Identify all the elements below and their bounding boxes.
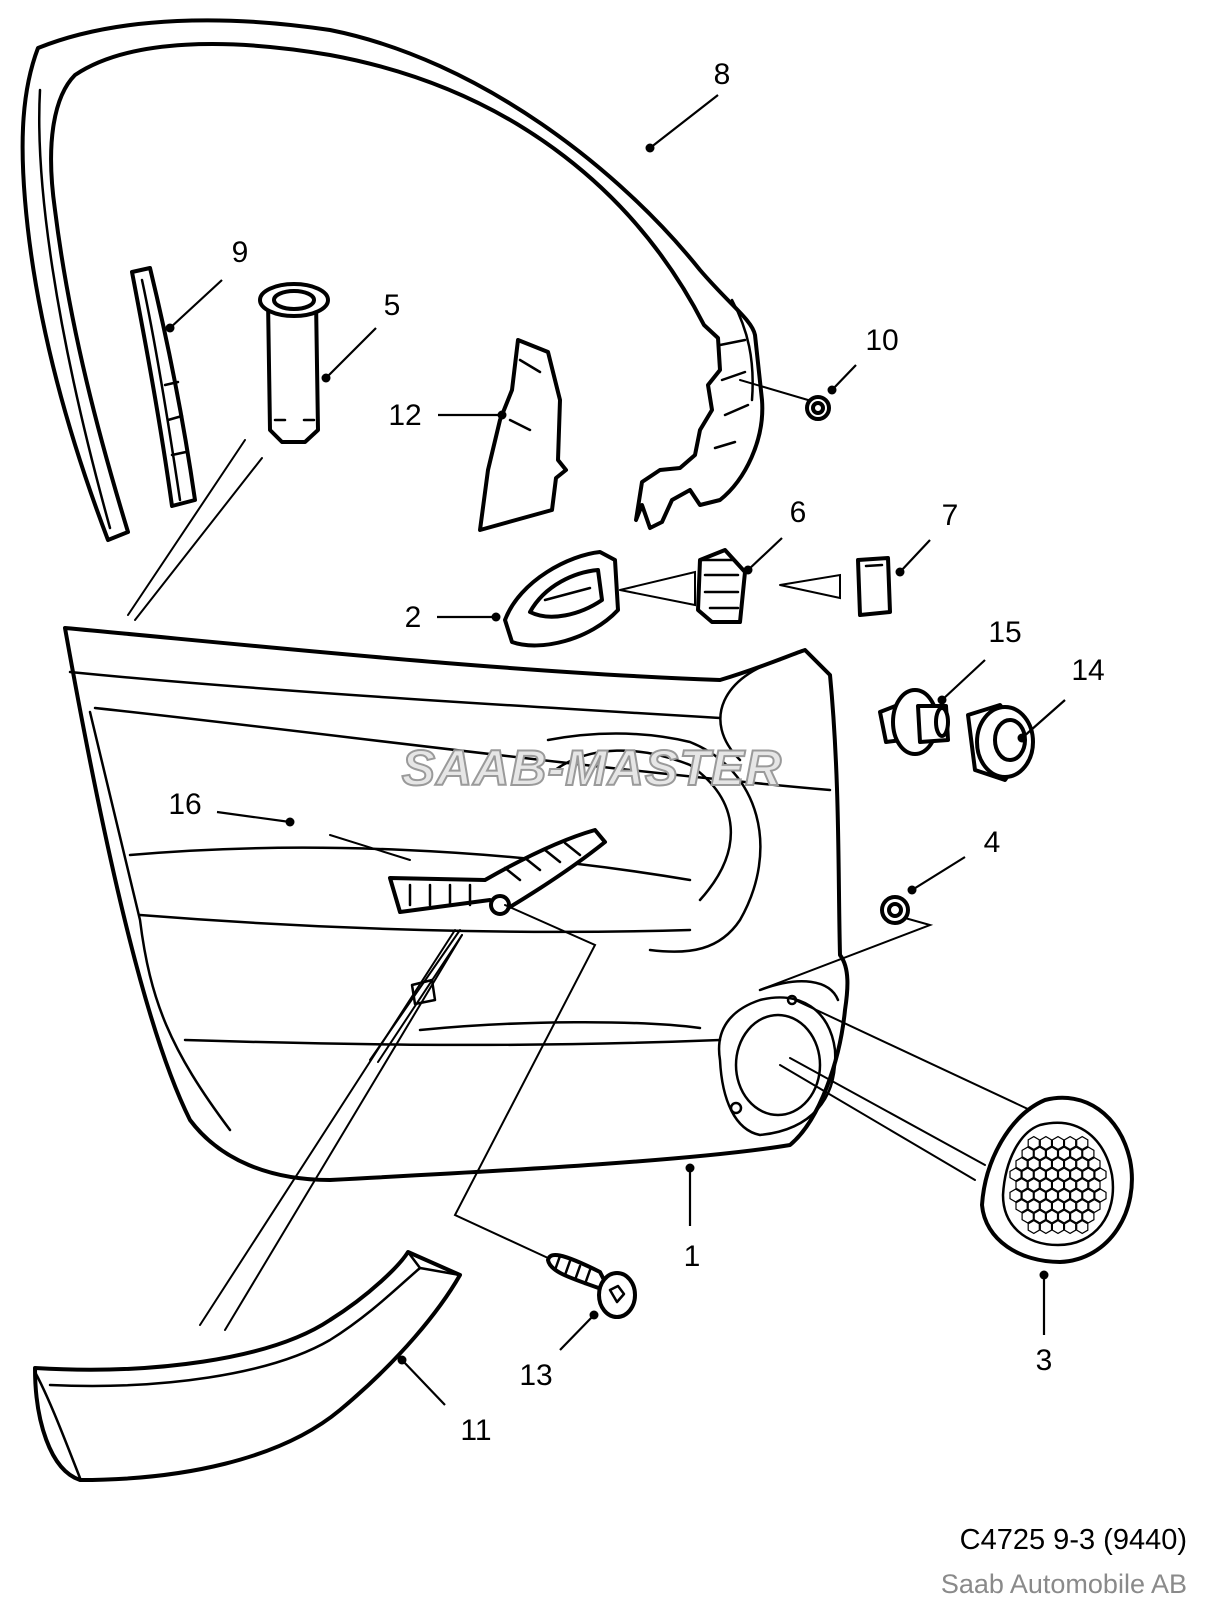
callout-15: 15 bbox=[988, 616, 1021, 649]
grille-hole bbox=[1057, 1209, 1071, 1224]
callout-labels: 8 9 5 10 12 6 7 2 15 14 16 4 1 3 13 11 bbox=[168, 58, 1104, 1447]
callout-12: 12 bbox=[388, 399, 421, 432]
grille-hole bbox=[1063, 1198, 1077, 1214]
grille-hole bbox=[1057, 1146, 1071, 1161]
grille-hole bbox=[1069, 1188, 1083, 1203]
diagram-reference-code: C4725 9-3 (9440) bbox=[959, 1524, 1187, 1556]
grille-hole bbox=[1021, 1188, 1034, 1203]
grommet-part bbox=[966, 703, 1035, 782]
grille-hole bbox=[1045, 1146, 1059, 1161]
callout-4: 4 bbox=[984, 826, 1001, 859]
grille-hole bbox=[1076, 1219, 1089, 1235]
callout-5: 5 bbox=[384, 289, 401, 322]
upper-trim-frame-part bbox=[20, 18, 765, 542]
grille-hole bbox=[1027, 1156, 1040, 1172]
grille-hole bbox=[1082, 1188, 1095, 1203]
grille-hole bbox=[1045, 1209, 1059, 1224]
grille-hole bbox=[1039, 1135, 1053, 1151]
grille-hole bbox=[1027, 1177, 1040, 1193]
grille-hole bbox=[1063, 1156, 1077, 1172]
grille-hole bbox=[1009, 1188, 1022, 1203]
callout-6: 6 bbox=[790, 496, 807, 529]
grille-hole bbox=[1057, 1167, 1071, 1182]
grille-hole bbox=[1021, 1167, 1034, 1182]
screw-part bbox=[546, 1253, 637, 1319]
callout-14: 14 bbox=[1071, 654, 1104, 687]
leader-lines bbox=[165, 94, 1066, 1406]
lock-knob-sleeve-part bbox=[258, 282, 330, 444]
grille-hole bbox=[1051, 1219, 1065, 1235]
callout-3: 3 bbox=[1036, 1344, 1053, 1377]
grille-hole bbox=[1021, 1146, 1034, 1161]
callout-2: 2 bbox=[405, 601, 422, 634]
grille-hole bbox=[1063, 1135, 1077, 1151]
grille-hole bbox=[1051, 1135, 1065, 1151]
grille-hole bbox=[1069, 1146, 1083, 1161]
callout-11: 11 bbox=[460, 1414, 491, 1447]
callout-16: 16 bbox=[168, 788, 201, 821]
grille-hole bbox=[1082, 1209, 1095, 1224]
grille-hole bbox=[1039, 1198, 1053, 1214]
grille-hole bbox=[1033, 1167, 1047, 1182]
grille-hole bbox=[1033, 1146, 1047, 1161]
watermark-text: SAAB-MASTER bbox=[402, 740, 782, 796]
grille-hole bbox=[1033, 1188, 1047, 1203]
trim-strip-part bbox=[130, 266, 197, 508]
grille-hole bbox=[1021, 1209, 1034, 1224]
nut-part bbox=[880, 895, 910, 925]
grille-hole bbox=[1033, 1209, 1047, 1224]
speaker-grille-part bbox=[980, 1095, 1134, 1264]
callout-9: 9 bbox=[232, 236, 249, 269]
grille-hole bbox=[1088, 1198, 1101, 1214]
grille-hole bbox=[1076, 1177, 1089, 1193]
grille-hole bbox=[1027, 1219, 1040, 1235]
grille-hole bbox=[1076, 1198, 1089, 1214]
switch-unit-part bbox=[696, 548, 747, 624]
grille-hole bbox=[1051, 1198, 1065, 1214]
callout-8: 8 bbox=[714, 58, 731, 91]
grille-hole bbox=[1076, 1156, 1089, 1172]
grille-hole bbox=[1082, 1146, 1095, 1161]
grille-hole bbox=[1076, 1135, 1089, 1151]
grille-hole bbox=[1069, 1209, 1083, 1224]
grille-hole bbox=[1051, 1177, 1065, 1193]
grille-hole bbox=[1039, 1219, 1053, 1235]
grille-hole bbox=[1039, 1156, 1053, 1172]
grille-hole bbox=[1069, 1167, 1083, 1182]
grille-hole bbox=[1027, 1135, 1040, 1151]
callout-10: 10 bbox=[865, 324, 898, 357]
grille-hole bbox=[1057, 1188, 1071, 1203]
insulation-pad-part bbox=[478, 338, 568, 532]
copyright-owner: Saab Automobile AB bbox=[940, 1569, 1187, 1599]
lower-trim-strip-part bbox=[33, 1250, 462, 1482]
callout-1: 1 bbox=[684, 1240, 701, 1273]
callout-7: 7 bbox=[942, 499, 959, 532]
grille-hole bbox=[1088, 1156, 1101, 1172]
grille-hole bbox=[1045, 1167, 1059, 1182]
grille-hole bbox=[1051, 1156, 1065, 1172]
grille-hole bbox=[1045, 1188, 1059, 1203]
grille-hole bbox=[1063, 1219, 1077, 1235]
grille-hole bbox=[1039, 1177, 1053, 1193]
assembly-lines bbox=[127, 379, 1031, 1331]
grille-hole bbox=[1082, 1167, 1095, 1182]
switch-cover-part bbox=[856, 556, 892, 617]
expansion-rivet-part bbox=[878, 688, 950, 756]
grille-hole bbox=[1015, 1177, 1028, 1193]
callout-13: 13 bbox=[519, 1359, 552, 1392]
grille-hole bbox=[1094, 1188, 1107, 1203]
grille-hole bbox=[1027, 1198, 1040, 1214]
grille-hole bbox=[1009, 1167, 1022, 1182]
grille-hole bbox=[1094, 1167, 1107, 1182]
grille-mesh bbox=[1009, 1135, 1107, 1235]
grille-hole bbox=[1015, 1198, 1028, 1214]
inner-handle-part bbox=[503, 550, 620, 648]
door-pull-handle-part bbox=[388, 828, 607, 916]
grille-hole bbox=[1088, 1177, 1101, 1193]
grille-hole bbox=[1015, 1156, 1028, 1172]
clip-part bbox=[805, 395, 831, 421]
grille-hole bbox=[1063, 1177, 1077, 1193]
